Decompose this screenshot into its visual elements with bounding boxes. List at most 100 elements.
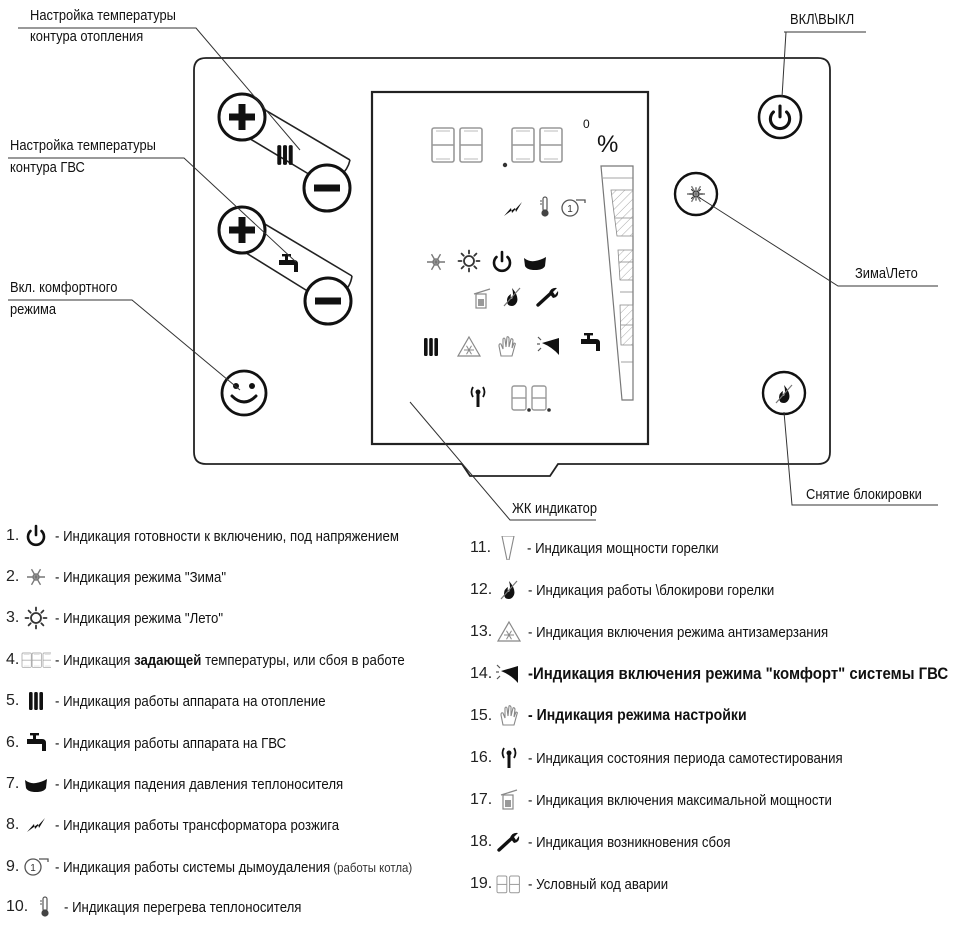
legend-item: 9. - Индикация работы системы дымоудалени… <box>6 854 461 880</box>
legend-item: 8. - Индикация работы трансформатора розж… <box>6 812 378 838</box>
legend-item: 12. - Индикация работы \блокирови горелки <box>470 577 808 603</box>
legend-text: - Индикация работы аппарата на ГВС <box>55 735 286 752</box>
legend-text-main: - Индикация готовности к включению, под … <box>55 527 400 545</box>
dhw-temp-label-1: Настройка температуры <box>10 137 156 154</box>
legend-text-main: - Индикация режима "Зима" <box>55 568 227 586</box>
legend-item: 15. - Индикация режима настройки <box>470 703 777 729</box>
snowflake-icon <box>26 568 47 586</box>
thermometer-icon <box>39 896 50 918</box>
radiator-icon <box>29 692 44 710</box>
legend-number: 3. <box>6 609 20 626</box>
legend-text-note: (работы котла) <box>330 859 413 875</box>
flame-block-icon <box>500 580 518 600</box>
legend-number: 1. <box>6 527 20 544</box>
wrench-icon <box>497 831 522 852</box>
heating-minus-button[interactable] <box>302 163 352 213</box>
legend-text-main: - Индикация состояния периода самотестир… <box>528 749 843 767</box>
unlock-button[interactable] <box>761 370 807 416</box>
legend-text: - Индикация падения давления теплоносите… <box>55 776 343 793</box>
power-icon <box>27 524 46 547</box>
dhw-minus-button[interactable] <box>303 276 353 326</box>
legend-number: 18. <box>470 833 493 850</box>
radiator-icon <box>277 145 293 165</box>
two-digit-readout <box>511 385 551 412</box>
legend-text: - Индикация включения максимальной мощно… <box>528 792 832 809</box>
legend-text-main: - Индикация работы аппарата на отопление <box>55 692 326 710</box>
legend-number: 11. <box>470 539 492 556</box>
legend-text-main: - Индикация включения максимальной мощно… <box>528 791 833 809</box>
legend-text-post: температуры, или сбоя в работе <box>201 651 406 669</box>
chimney-icon <box>500 789 518 810</box>
legend-item: 18. - Индикация возникновения сбоя <box>470 829 758 855</box>
legend-item: 19.- Условный код аварии <box>470 871 688 897</box>
legend-text: - Индикация перегрева теплоносителя <box>64 899 301 916</box>
legend-text: - Индикация работы системы дымоудаления … <box>55 859 412 876</box>
legend-number: 9. <box>6 858 20 875</box>
legend-text-main: - Индикация работы трансформатора розжиг… <box>55 816 340 834</box>
legend-text-main: - Условный код аварии <box>528 875 669 893</box>
heating-plus-button[interactable] <box>217 92 267 142</box>
unlock-label: Снятие блокировки <box>806 486 922 503</box>
dhw-plus-button[interactable] <box>217 205 267 255</box>
antenna-icon <box>501 746 518 770</box>
legend-text: - Индикация режима "Зима" <box>55 569 226 586</box>
dhw-temp-label-2: контура ГВС <box>10 159 85 176</box>
legend-item: 3. - Индикация режима "Лето" <box>6 605 246 631</box>
winter-summer-label: Зима\Лето <box>855 265 918 282</box>
legend-text-main: - Индикация работы системы дымоудаления <box>55 858 331 876</box>
legend-text-main: - Индикация мощности горелки <box>527 539 719 557</box>
legend-text-main: - Индикация падения давления теплоносите… <box>55 775 344 793</box>
tap-icon <box>27 733 47 751</box>
legend-item: 11. - Индикация мощности горелки <box>470 535 745 561</box>
legend-text: - Индикация мощности горелки <box>527 540 719 557</box>
legend-item: 17.- Индикация включения максимальной мо… <box>470 787 874 813</box>
power-label: ВКЛ\ВЫКЛ <box>790 11 855 28</box>
legend-number: 12. <box>470 581 493 598</box>
percent-sign: % <box>597 131 618 158</box>
legend-text-main: - Индикация режима "Лето" <box>55 609 224 627</box>
legend-text: -Индикация включения режима "комфорт" си… <box>528 664 948 684</box>
legend-item: 1. - Индикация готовности к включению, по… <box>6 523 446 549</box>
legend-item: 14. -Индикация включения режима "комфорт"… <box>470 661 966 687</box>
legend-item: 7.- Индикация падения давления теплоноси… <box>6 771 383 797</box>
legend-text-main: - Индикация режима настройки <box>528 707 747 724</box>
legend-text: - Индикация режима "Лето" <box>55 610 223 627</box>
legend-text: - Индикация задающей температуры, или сб… <box>55 652 405 669</box>
legend-item: 10. - Индикация перегрева теплоносителя <box>6 894 334 920</box>
legend-number: 15. <box>470 707 493 724</box>
degree-mark: 0 <box>583 117 590 131</box>
radiator-icon-lcd <box>424 338 438 356</box>
lcd-label: ЖК индикатор <box>512 500 598 517</box>
legend-item: 6. - Индикация работы аппарата на ГВС <box>6 730 318 756</box>
legend-text-main: - Индикация возникновения сбоя <box>528 833 731 851</box>
legend-text-pre: - Индикация <box>55 651 135 669</box>
legend-item: 5.- Индикация работы аппарата на отоплен… <box>6 688 363 714</box>
hand-icon <box>500 705 519 726</box>
sun-icon <box>24 606 48 630</box>
heating-temp-label-1: Настройка температуры <box>30 7 176 24</box>
fan-icon <box>24 858 49 876</box>
legend-number: 4. <box>6 651 20 668</box>
spark-icon <box>27 818 46 832</box>
lcd-display <box>370 90 650 446</box>
legend-number: 8. <box>6 816 20 833</box>
legend-number: 6. <box>6 734 20 751</box>
comfort-icon <box>495 664 519 684</box>
winter-summer-button[interactable] <box>673 171 719 217</box>
legend-text: - Индикация включения режима антизамерза… <box>528 624 828 641</box>
comfort-button[interactable] <box>220 369 268 417</box>
legend-number: 10. <box>6 898 29 915</box>
legend-text-main: - Индикация работы \блокирови горелки <box>528 581 775 599</box>
legend-text: - Индикация режима настройки <box>528 707 747 725</box>
legend-number: 14. <box>470 665 493 682</box>
legend-text-main: -Индикация включения режима "комфорт" си… <box>528 664 949 683</box>
four-digit-readout <box>431 127 563 168</box>
legend-text-main: - Индикация работы аппарата на ГВС <box>55 734 287 752</box>
pressure-icon <box>25 779 48 792</box>
heating-temp-label-2: контура отопления <box>30 28 144 45</box>
legend-text: - Индикация возникновения сбоя <box>528 834 731 851</box>
power-button[interactable] <box>757 94 803 140</box>
comfort-label-1: Вкл. комфортного <box>10 279 118 296</box>
legend-text-main: - Индикация включения режима антизамерза… <box>528 623 829 641</box>
